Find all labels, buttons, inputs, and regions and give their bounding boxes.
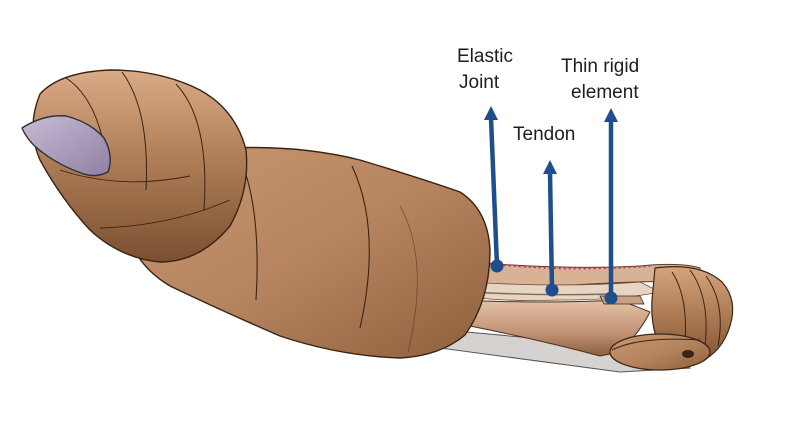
fingertip-shape bbox=[32, 69, 248, 263]
elastic-joint-anchor-icon bbox=[490, 259, 504, 273]
arrow-up-icon bbox=[604, 108, 618, 122]
tendon-line bbox=[469, 291, 613, 296]
elastic-joint-label-line1: Elastic bbox=[457, 46, 513, 67]
thin-rigid-label-line1: Thin rigid bbox=[561, 56, 639, 77]
elastic-joint-dots bbox=[483, 262, 651, 270]
fingernail bbox=[21, 115, 111, 177]
annotation-arrows bbox=[484, 106, 618, 305]
tendon-anchor-icon bbox=[545, 283, 559, 297]
arrow-up-icon bbox=[484, 106, 498, 120]
annotation-labels: Elastic Joint Thin rigid element Tendon bbox=[457, 46, 639, 145]
lower-bar bbox=[459, 299, 651, 357]
distal-phalanx bbox=[32, 69, 248, 263]
tendon-label: Tendon bbox=[513, 124, 575, 145]
elastic-joint-label-line2: Joint bbox=[459, 72, 500, 93]
elastic-joint-arrow bbox=[484, 106, 504, 273]
thin-rigid-arrow bbox=[604, 108, 618, 305]
thin-rigid-label-line2: element bbox=[571, 82, 639, 103]
thin-rigid-anchor-icon bbox=[604, 291, 618, 305]
hinge-disc bbox=[609, 333, 711, 371]
tendon-arrow bbox=[543, 160, 559, 297]
arrow-up-icon bbox=[543, 160, 557, 174]
